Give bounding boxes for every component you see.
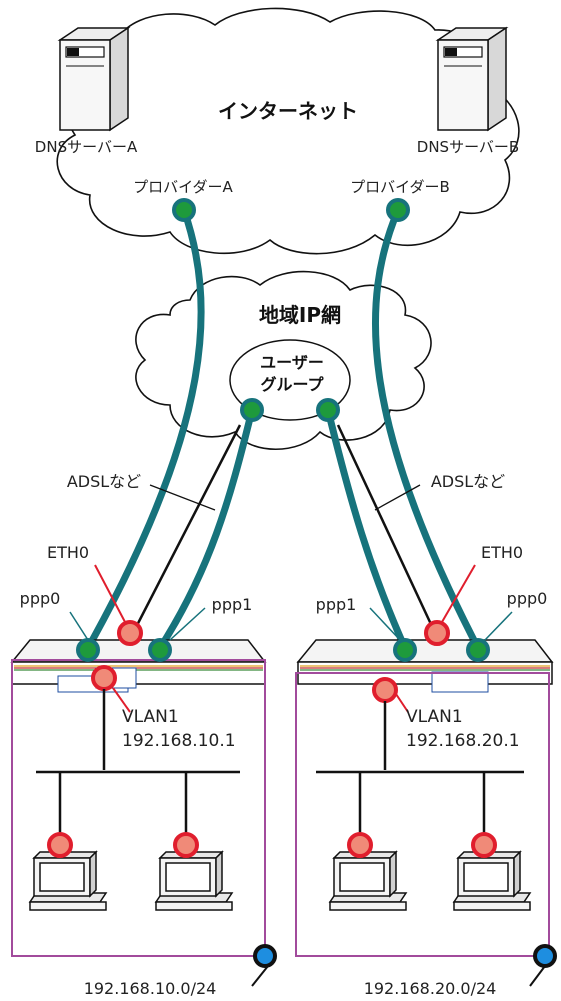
vlan1-ip-left: 192.168.10.1 xyxy=(122,731,236,751)
vlan1-label-left: VLAN1 xyxy=(122,707,179,727)
router-right-icon xyxy=(296,639,554,693)
pc-left-1-node xyxy=(47,832,73,858)
network-label-right: 192.168.20.0/24 xyxy=(364,979,497,998)
provider-a-endpoint xyxy=(172,198,196,222)
user-group-endpoint-left xyxy=(240,398,264,422)
eth0-link-left xyxy=(130,424,242,636)
eth0-node-left xyxy=(117,620,143,646)
provider-a-label: プロバイダーA xyxy=(133,178,233,196)
ppp0-link-left xyxy=(84,206,205,652)
provider-b-label: プロバイダーB xyxy=(350,178,450,196)
pc-right-1-icon xyxy=(328,850,408,911)
router-left-icon xyxy=(10,639,267,693)
user-group-label-1: ユーザー xyxy=(260,353,324,372)
dns-server-b-label: DNSサーバーB xyxy=(417,138,519,156)
adsl-label-left: ADSLなど xyxy=(67,472,141,491)
vlan1-label-right: VLAN1 xyxy=(406,707,463,727)
vlan1-node-left xyxy=(91,665,117,691)
ppp0-label-left: ppp0 xyxy=(20,589,61,608)
dns-server-a-icon xyxy=(57,26,131,132)
pc-left-1-icon xyxy=(28,850,108,911)
network-node-right xyxy=(533,944,557,968)
ppp1-label-right: ppp1 xyxy=(316,595,357,614)
eth0-link-right xyxy=(336,424,438,636)
user-group-label-2: グループ xyxy=(260,375,324,394)
ppp0-node-right xyxy=(466,638,490,662)
ppp0-link-right xyxy=(371,206,482,652)
dns-server-a-label: DNSサーバーA xyxy=(35,138,138,156)
network-label-left: 192.168.10.0/24 xyxy=(84,979,217,998)
pc-left-2-node xyxy=(173,832,199,858)
pc-left-2-icon xyxy=(154,850,234,911)
ppp1-node-left xyxy=(148,638,172,662)
ppp1-label-left: ppp1 xyxy=(212,595,253,614)
lan-box-right xyxy=(295,672,550,957)
lan-box-left xyxy=(11,659,266,957)
vlan1-node-right xyxy=(372,677,398,703)
adsl-label-right: ADSLなど xyxy=(431,472,505,491)
dns-server-b-icon xyxy=(435,26,509,132)
internet-label: インターネット xyxy=(218,99,358,123)
pc-right-1-node xyxy=(347,832,373,858)
eth0-label-right: ETH0 xyxy=(481,543,523,562)
user-group-ellipse xyxy=(229,339,351,421)
internet-cloud xyxy=(56,7,520,255)
network-node-left xyxy=(253,944,277,968)
regional-ip-label: 地域IP網 xyxy=(259,303,341,327)
ppp1-link-right xyxy=(324,406,409,652)
eth0-node-right xyxy=(424,620,450,646)
vlan1-ip-right: 192.168.20.1 xyxy=(406,731,520,751)
user-group-endpoint-right xyxy=(316,398,340,422)
ppp1-link-left xyxy=(156,406,256,652)
ppp0-label-right: ppp0 xyxy=(507,589,548,608)
provider-b-endpoint xyxy=(386,198,410,222)
ppp1-node-right xyxy=(393,638,417,662)
pc-right-2-icon xyxy=(452,850,532,911)
eth0-label-left: ETH0 xyxy=(47,543,89,562)
pc-right-2-node xyxy=(471,832,497,858)
ppp0-node-left xyxy=(76,638,100,662)
